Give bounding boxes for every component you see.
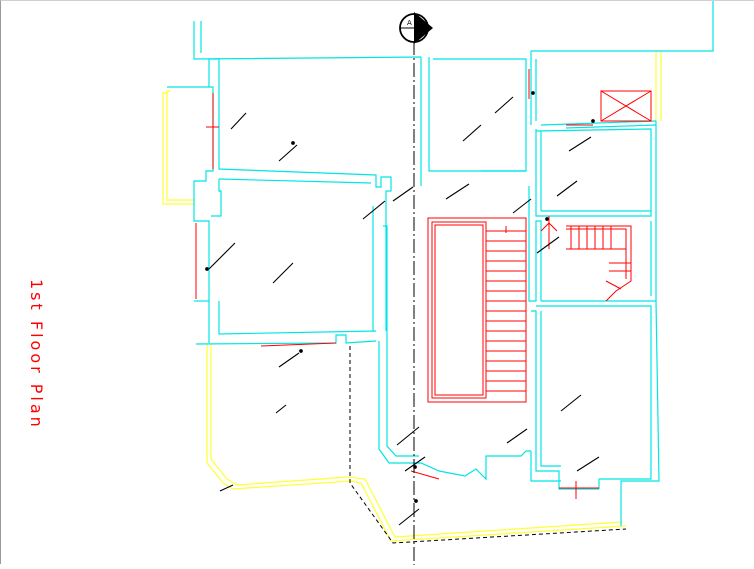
section-marker: A xyxy=(399,12,433,44)
section-marker-label: A xyxy=(407,19,412,27)
stair-and-doors xyxy=(195,69,652,499)
section-axis xyxy=(349,41,627,565)
annotation-marks xyxy=(205,91,600,526)
drawing-title: 1st Floor Plan xyxy=(27,279,46,430)
building-walls xyxy=(167,1,714,526)
site-boundary xyxy=(162,51,662,542)
